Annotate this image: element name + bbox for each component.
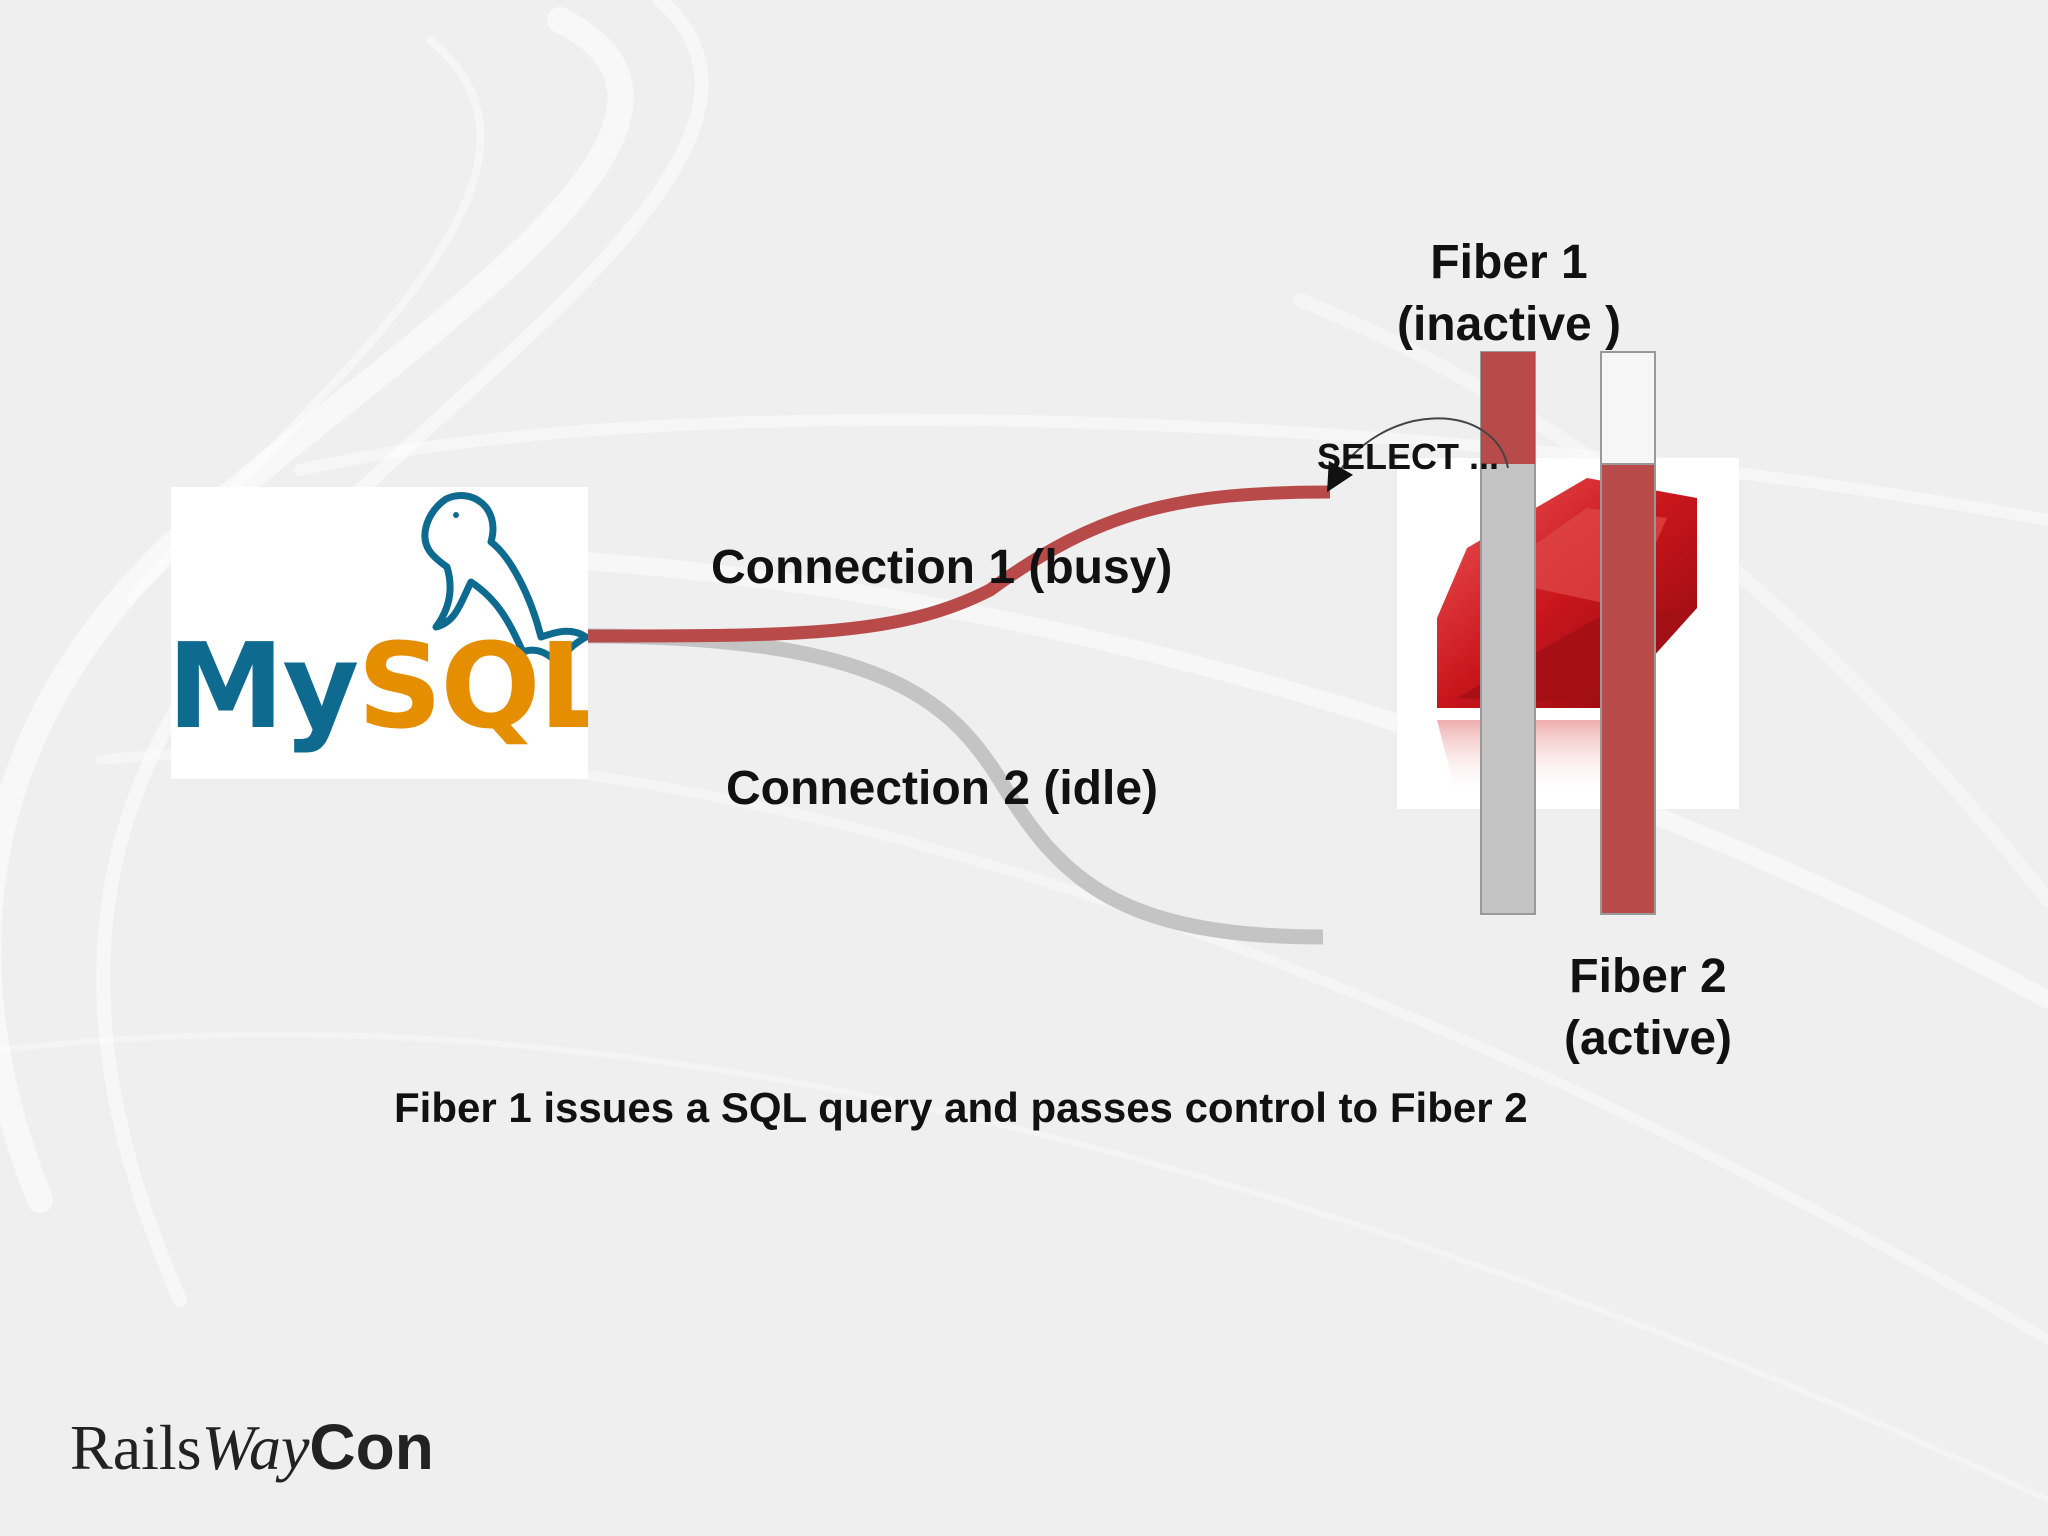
- connection-2-line: [587, 628, 1324, 945]
- mysql-logo-text: MySQL: [171, 617, 588, 755]
- fiber-1-bar-executed: [1481, 352, 1535, 464]
- railswaycon-logo: RailsWayCon: [70, 1410, 434, 1485]
- brand-part-way: Way: [201, 1412, 310, 1483]
- connection-2-label: Connection 2 (idle): [726, 762, 1158, 815]
- fiber-2-label: Fiber 2 (active): [1563, 950, 1733, 1065]
- dolphin-icon: [421, 492, 588, 673]
- connection-1-label: Connection 1 (busy): [711, 541, 1173, 594]
- brand-part-con: Con: [309, 1411, 434, 1483]
- mysql-logo-text-sql: SQL: [357, 617, 588, 755]
- fiber-2-bar-running: [1600, 463, 1656, 915]
- select-query-label: SELECT ...: [1317, 436, 1500, 477]
- query-arrow: [1327, 417, 1509, 493]
- brand-part-rails: Rails: [70, 1412, 202, 1483]
- mysql-logo-text-my: My: [171, 617, 359, 755]
- mysql-logo: MySQL: [171, 487, 588, 779]
- fiber-1-label: Fiber 1 (inactive ): [1396, 236, 1622, 351]
- slide-caption: Fiber 1 issues a SQL query and passes co…: [394, 1084, 1528, 1131]
- connection-1-line: [587, 485, 1331, 643]
